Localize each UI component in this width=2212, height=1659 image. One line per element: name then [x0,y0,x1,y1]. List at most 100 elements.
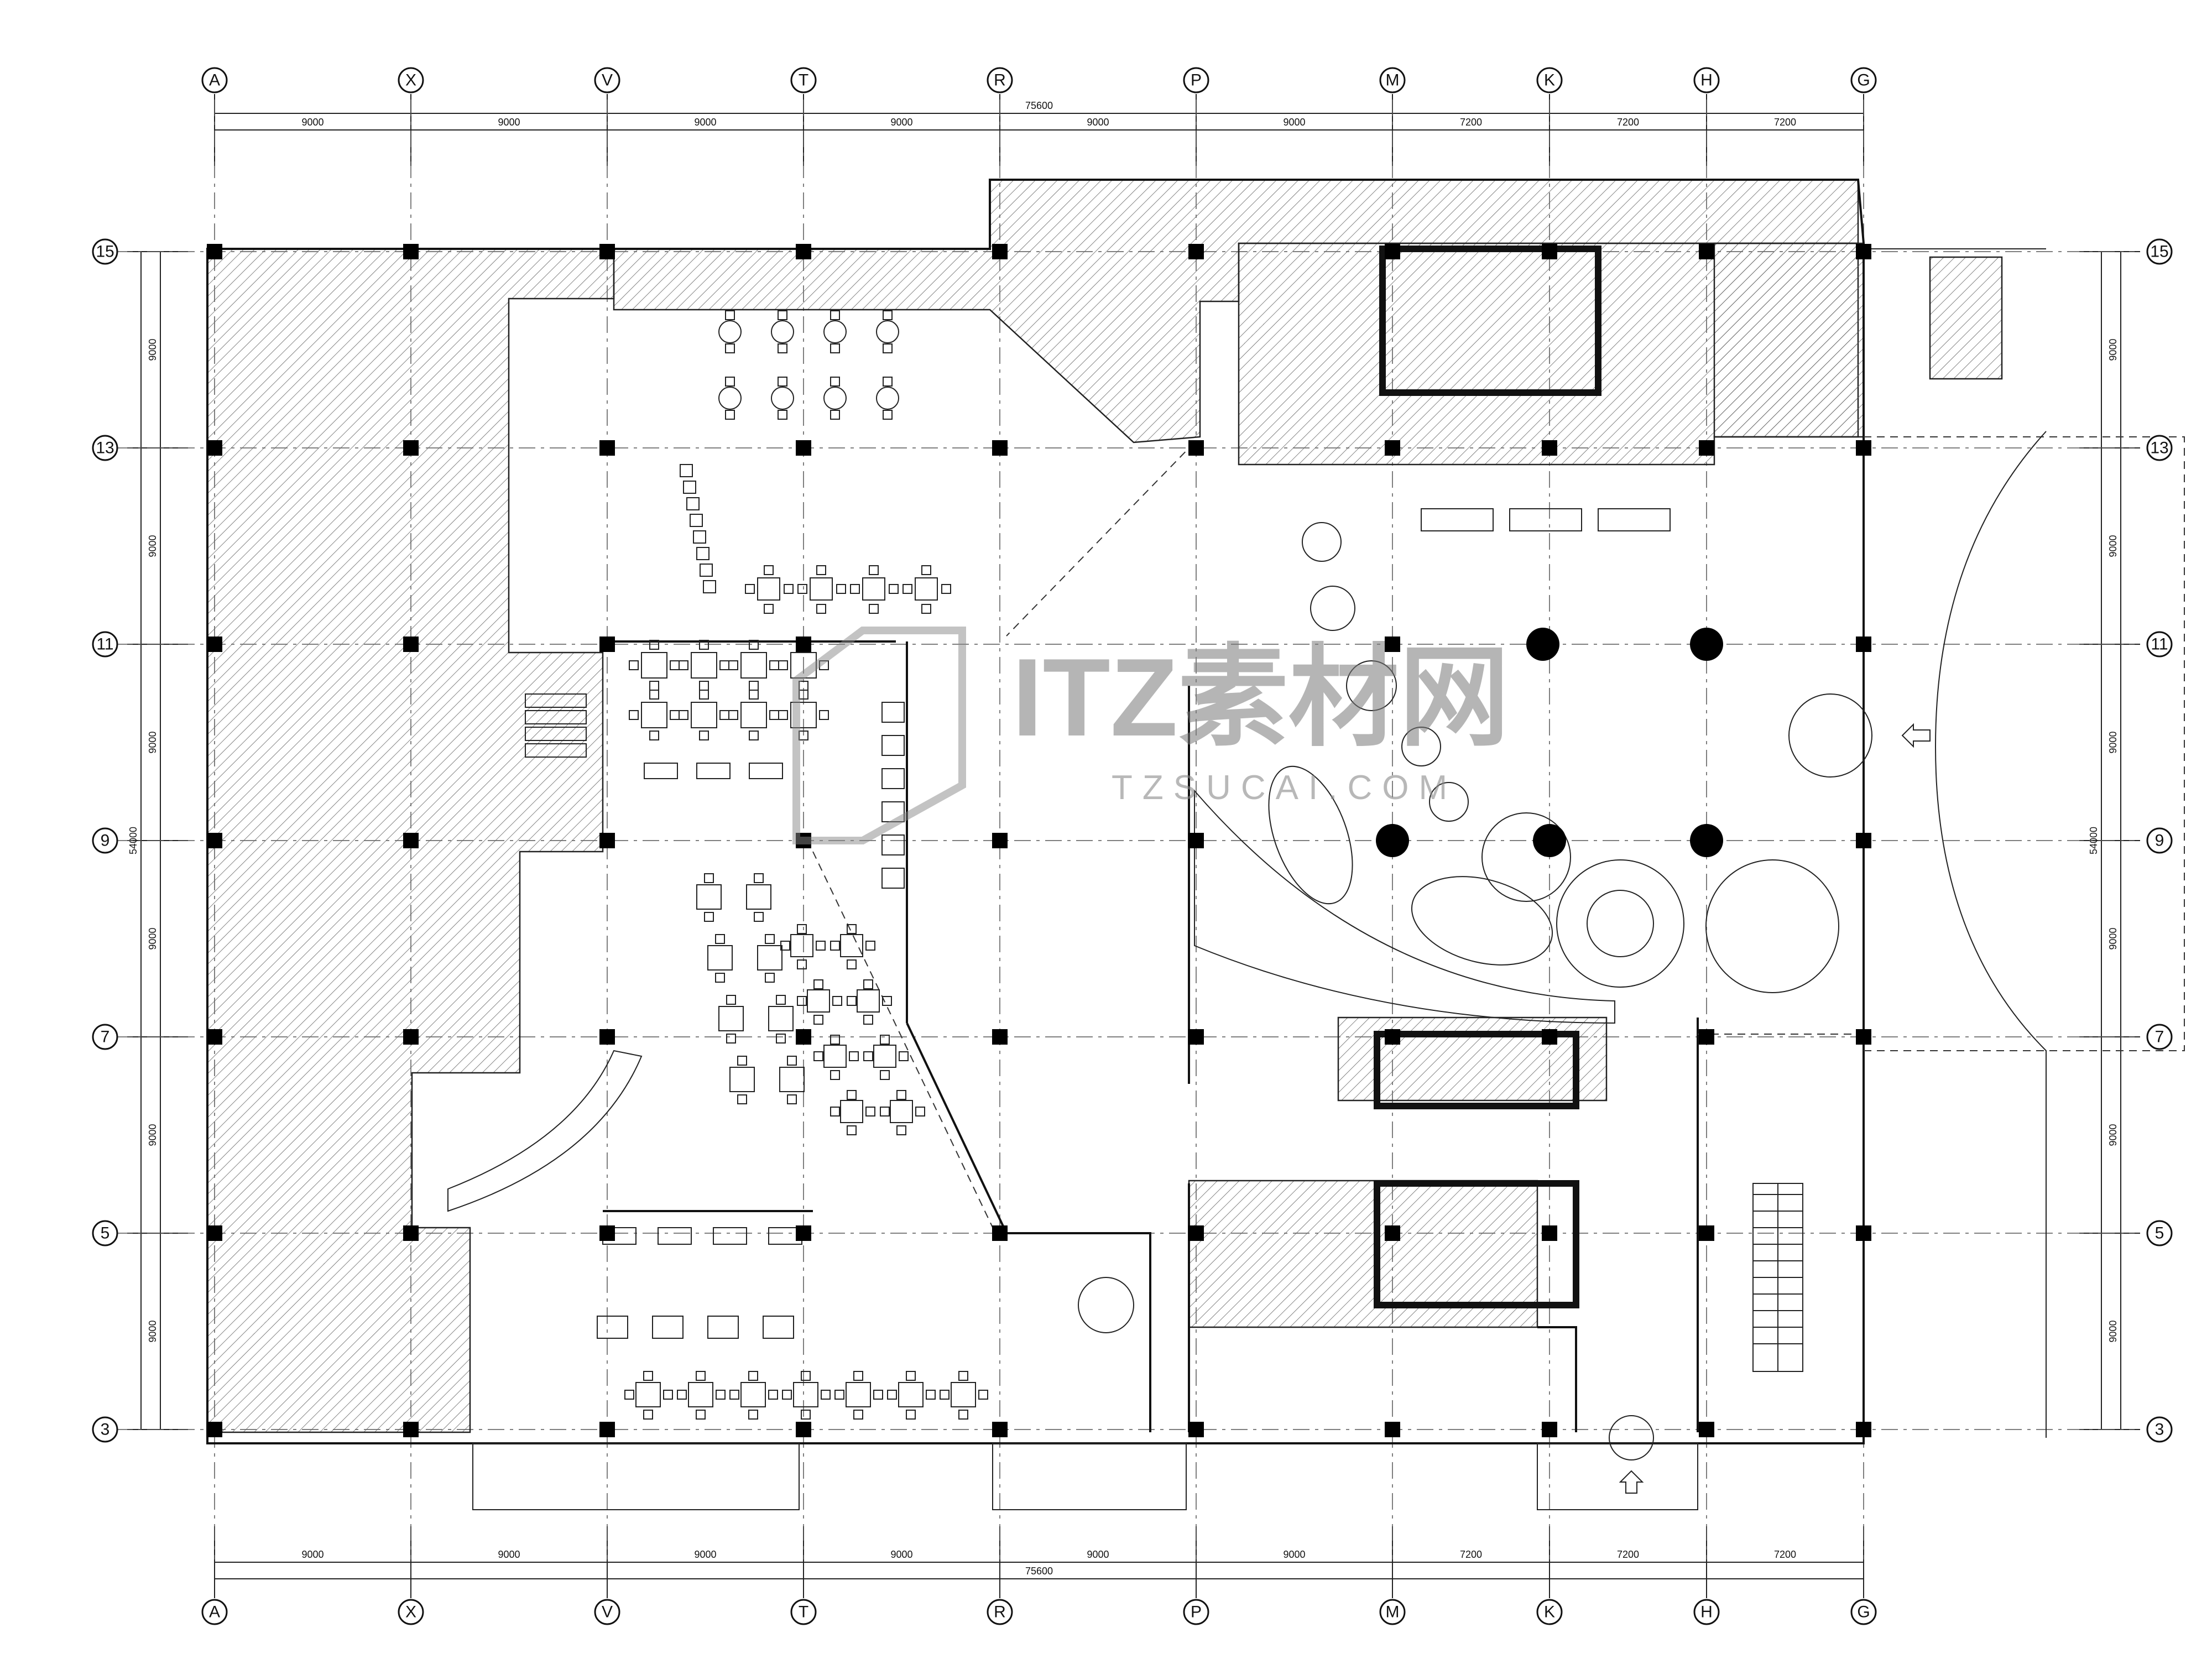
left-spacing-label-2: 9000 [147,731,158,753]
left-axis-circle-2 [92,631,118,658]
dining-chair-162 [869,604,879,614]
left-axis-label-5: 5 [101,1224,110,1243]
top-axis-label-4: R [994,71,1006,90]
top-axis-label-3: T [799,71,808,90]
structural-column-21 [796,244,811,259]
left-axis-bubble-1: 13 [92,435,118,461]
left-spacing-label-0: 9000 [147,338,158,361]
bottom-spacing-label-0: 9000 [301,1549,324,1560]
left-axis-circle-4 [92,1024,118,1050]
structural-column-48 [1542,440,1557,456]
dining-chair-14 [769,660,779,670]
dining-table-48 [713,1227,747,1245]
dining-chair-23 [629,710,639,720]
dining-table-76 [898,1382,924,1407]
right-spacing-label-3: 9000 [2107,927,2119,950]
left-axis-label-2: 11 [96,635,113,654]
dining-table-140 [840,1100,863,1123]
dining-chair-151 [764,565,774,575]
left-axis-circle-5 [92,1220,118,1246]
top-axis-circle-3 [790,67,817,93]
dining-chair-105 [737,1056,747,1066]
dining-chair-161 [869,565,879,575]
structural-column-30 [992,833,1008,848]
dining-chair-68 [801,1410,811,1420]
structural-column-42 [1385,637,1400,652]
structural-column-22 [796,440,811,456]
structural-column-47 [1542,244,1557,259]
top-axis-label-1: X [405,71,416,90]
bar-stool-197 [690,514,703,527]
right-axis-label-3: 9 [2155,832,2164,850]
island-lounge-1 [1268,765,1353,905]
structural-column-2 [207,637,222,652]
island-lounge-3 [1705,859,1839,993]
dining-table-41 [696,763,731,779]
dining-table-204 [525,727,587,741]
dining-table-125 [857,989,880,1013]
bottom-axis-circle-2 [594,1599,620,1625]
left-axis-label-6: 3 [101,1421,110,1439]
left-axis-circle-1 [92,435,118,461]
dining-chair-84 [940,1390,950,1400]
top-axis-circle-2 [594,67,620,93]
dining-chair-8 [679,660,688,670]
dining-chair-159 [836,584,846,594]
structural-column-26 [796,1225,811,1241]
dining-chair-149 [915,1107,925,1117]
dining-chair-118 [830,941,840,951]
entrance-arrow-south [1619,1470,1644,1494]
dining-chair-57 [696,1371,706,1381]
dining-chair-189 [830,377,840,387]
dining-table-155 [810,577,833,601]
structural-column-20 [599,1422,615,1437]
dining-chair-70 [821,1390,831,1400]
dining-chair-87 [704,873,714,883]
bottom-axis-circle-4 [987,1599,1013,1625]
structural-column-0 [207,244,222,259]
dining-table-51 [635,1382,661,1407]
top-axis-circle-0 [201,67,228,93]
dining-chair-2 [649,681,659,691]
dining-chair-39 [819,710,829,720]
dining-chair-78 [906,1410,916,1420]
dining-chair-114 [816,941,826,951]
dining-chair-112 [797,959,807,969]
round-table-5 [1401,727,1441,766]
water-feature-curve [1194,789,1615,1024]
structural-column-67 [1856,1422,1871,1437]
dining-chair-111 [797,924,807,934]
dining-chair-29 [719,710,729,720]
structural-column-60 [1699,1422,1714,1437]
dining-chair-126 [863,979,873,989]
dining-chair-187 [778,410,787,420]
bottom-axis-bubble-0: A [201,1599,228,1625]
structural-column-34 [1188,244,1204,259]
dining-table-89 [746,884,771,910]
top-axis-bubble-1: X [398,67,424,93]
dining-chair-137 [880,1070,890,1080]
lobby-boundary [1698,436,2185,1051]
entrance-arrow-east [1901,723,1931,748]
dining-chair-128 [847,996,857,1006]
dining-table-107 [779,1067,805,1092]
bottom-axis-label-5: P [1191,1603,1202,1621]
left-spacing-label-3: 9000 [147,927,158,950]
dining-chair-52 [643,1371,653,1381]
top-spacing-label-1: 9000 [498,117,520,128]
dining-chair-178 [830,343,840,353]
bottom-axis-label-9: G [1857,1603,1870,1621]
bottom-axis-label-1: X [405,1603,416,1621]
bottom-axis-label-4: R [994,1603,1006,1621]
dining-chair-123 [797,996,807,1006]
watermark: ITZ素材网 TZSUCAI.COM [792,627,1510,844]
top-axis-label-0: A [209,71,220,90]
top-axis-bubble-3: T [790,67,817,93]
round-column-68 [1526,628,1559,661]
right-total-label: 54000 [2088,827,2099,854]
dining-chair-54 [624,1390,634,1400]
bottom-spacing-label-8: 7200 [1774,1549,1796,1560]
dining-chair-186 [778,377,787,387]
lounge-table-176 [823,320,847,343]
